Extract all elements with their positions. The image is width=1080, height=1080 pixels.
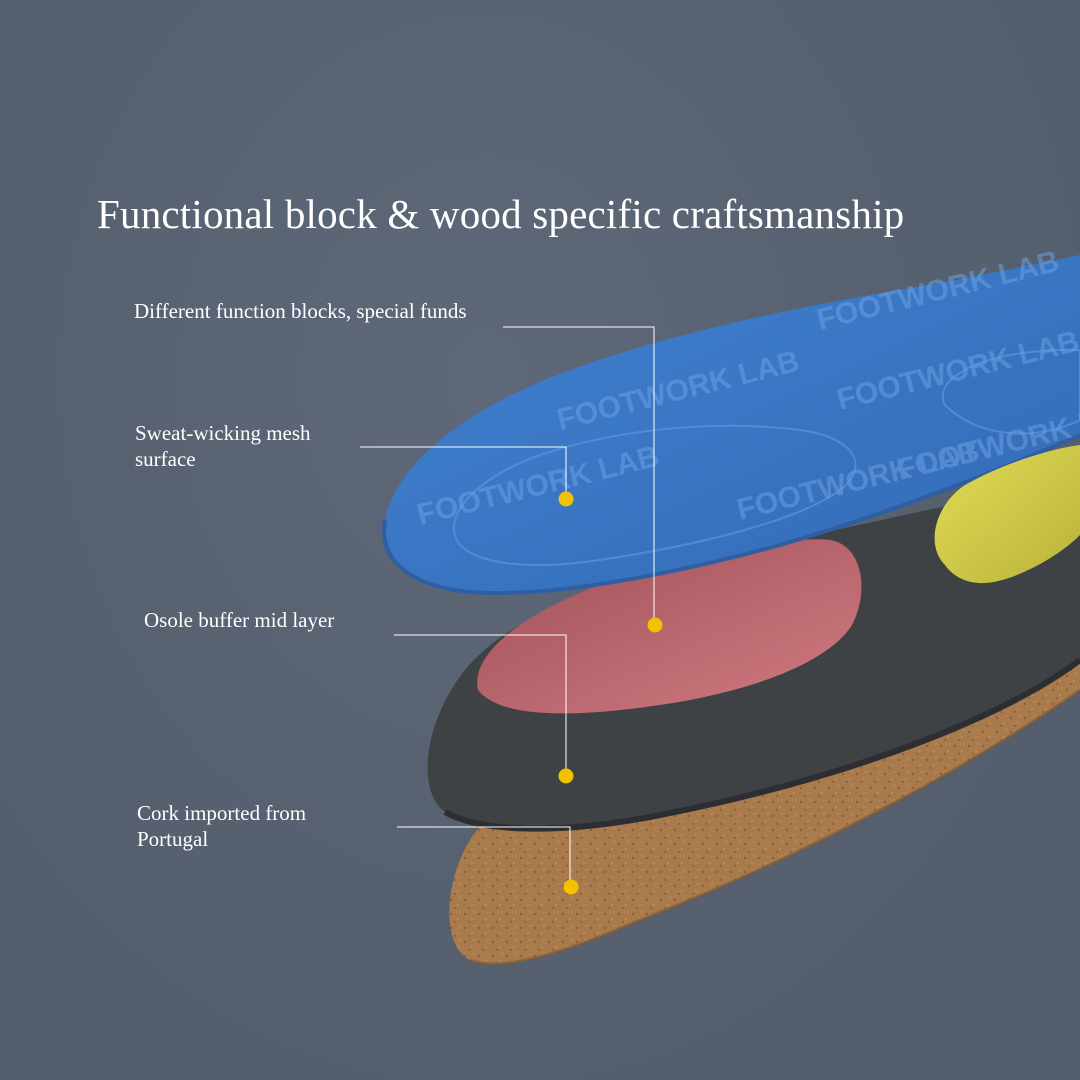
headline: Functional block & wood specific craftsm… — [97, 191, 905, 237]
callout-label-cork: Cork imported from Portugal — [137, 800, 306, 852]
callout-markers — [558, 491, 663, 895]
pink-block — [477, 539, 862, 714]
yellow-block — [934, 445, 1080, 584]
callout-label-mesh: Sweat-wicking mesh surface — [135, 420, 311, 472]
callout-label-buffer: Osole buffer mid layer — [144, 607, 334, 633]
leader-line-cork — [397, 826, 571, 884]
marker-dot-function-blocks — [647, 617, 663, 633]
callout-label-function-blocks: Different function blocks, special funds — [134, 298, 467, 324]
marker-dot-buffer — [558, 768, 574, 784]
marker-dot-mesh — [558, 491, 574, 507]
callout-text: Sweat-wicking mesh — [135, 421, 311, 445]
mesh-layer — [384, 255, 1080, 594]
callout-text: Osole buffer mid layer — [144, 608, 335, 632]
callout-text: Cork imported from — [137, 801, 307, 825]
leader-line-function-blocks — [503, 326, 655, 622]
leader-line-buffer — [394, 634, 567, 772]
callout-text: Different function blocks, special funds — [134, 299, 467, 323]
callout-text: surface — [135, 447, 196, 471]
leader-line-mesh — [360, 446, 567, 496]
callout-lines — [360, 326, 655, 884]
callout-text: Portugal — [137, 827, 209, 851]
marker-dot-cork — [563, 879, 579, 895]
